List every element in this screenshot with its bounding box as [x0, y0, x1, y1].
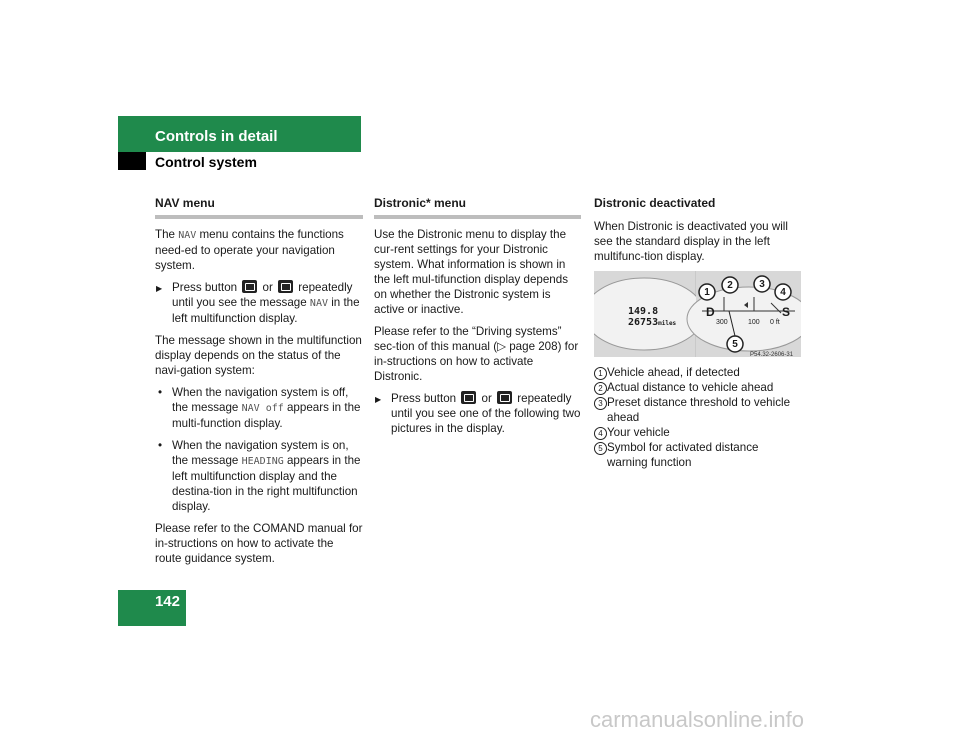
- distance-scale-right: S: [782, 305, 791, 319]
- distronic-deactivated-heading: Distronic deactivated: [594, 196, 716, 210]
- nav-menu-intro: The NAV menu contains the functions need…: [155, 228, 344, 272]
- page-number: 142: [154, 593, 180, 610]
- bullet-nav-off: When the navigation system is off, the m…: [155, 385, 363, 431]
- display-key-icon: [461, 391, 477, 404]
- header-marker: [118, 152, 146, 170]
- column-nav-menu: NAV menu The NAV menu contains the funct…: [155, 196, 363, 573]
- driving-systems-reference: Please refer to the “Driving systems” se…: [374, 325, 579, 383]
- display-key-icon: [497, 391, 513, 404]
- distance-100: 100: [748, 319, 760, 326]
- callout-4: 4: [780, 287, 786, 298]
- bullet-nav-on: When the navigation system is on, the me…: [155, 438, 363, 514]
- watermark: carmanualsonline.info: [590, 707, 805, 732]
- distronic-menu-heading: Distronic* menu: [374, 196, 581, 219]
- header-bar: [118, 116, 361, 152]
- callout-5: 5: [732, 339, 738, 350]
- distronic-deactivated-intro: When Distronic is deactivated you will s…: [594, 220, 788, 263]
- comand-reference: Please refer to the COMAND manual for in…: [155, 522, 363, 565]
- distronic-intro: Use the Distronic menu to display the cu…: [374, 228, 568, 316]
- page-ref-arrow-icon: ▷: [497, 340, 506, 353]
- callout-1: 1: [704, 287, 710, 298]
- nav-menu-step: Press button or repeatedly until you see…: [155, 280, 363, 326]
- callout-2: 2: [727, 280, 733, 291]
- distance-300: 300: [716, 319, 728, 326]
- page-number-box: [118, 590, 186, 626]
- figure-code: P54.32-2606-31: [750, 352, 794, 357]
- display-illustration: [594, 271, 801, 357]
- distance-0: 0 ft: [770, 319, 780, 326]
- distance-scale-left: D: [706, 305, 715, 319]
- display-key-icon: [278, 280, 294, 293]
- trip-reading: 149.8: [628, 306, 659, 317]
- section-subtitle: Control system: [155, 154, 257, 170]
- callout-3: 3: [759, 279, 765, 290]
- odometer-reading: 26753miles: [628, 317, 677, 328]
- distronic-step: Press button or repeatedly until you see…: [374, 391, 581, 436]
- column-distronic-menu: Distronic* menu Use the Distronic menu t…: [374, 196, 581, 443]
- section-title: Controls in detail: [155, 128, 278, 145]
- nav-menu-heading: NAV menu: [155, 196, 363, 219]
- multifunction-display-figure: 149.8 26753miles D S 300 100 0 ft 1 2 3 …: [594, 271, 801, 357]
- nav-status-intro: The message shown in the multifunction d…: [155, 334, 362, 377]
- column-distronic-deactivated: Distronic deactivated When Distronic is …: [594, 196, 802, 470]
- display-key-icon: [242, 280, 258, 293]
